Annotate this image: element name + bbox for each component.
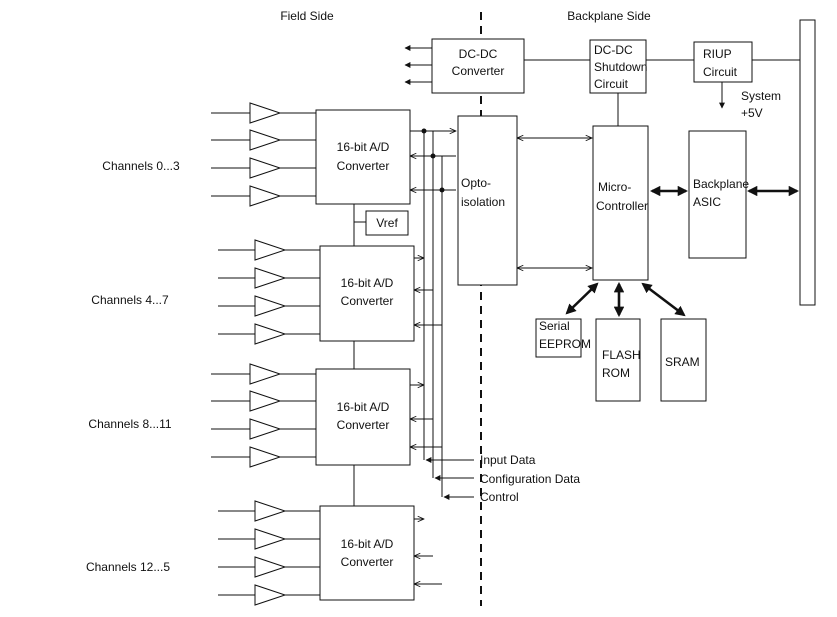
opto-label-2: isolation [461, 195, 505, 209]
junction-dot-2 [430, 153, 436, 159]
shutdown-label-2: Shutdown [594, 60, 647, 74]
dc-dc-shutdown-block: DC-DC Shutdown Circuit [589, 39, 647, 94]
serial-eeprom-block: Serial EEPROM [535, 318, 591, 358]
backplane-asic-block: Backplane ASIC [688, 130, 749, 259]
vref-label: Vref [376, 216, 398, 230]
channels-0-3-label: Channels 0...3 [102, 159, 180, 173]
backplane-bus-bar [799, 19, 816, 306]
micro-controller-block: Micro- Controller [592, 125, 649, 281]
shutdown-label-3: Circuit [594, 77, 629, 91]
junction-dot-3 [439, 187, 445, 193]
adc4-label-1: 16-bit A/D [341, 537, 394, 551]
amplifier-group-3 [211, 363, 316, 468]
system-label-2: +5V [741, 106, 763, 120]
dc-dc-converter-block: DC-DC Converter [431, 38, 525, 94]
flash-rom-block: FLASH ROM [595, 318, 641, 402]
vref-block: Vref [365, 210, 409, 236]
eeprom-label-1: Serial [539, 319, 570, 333]
adc2-label-1: 16-bit A/D [341, 276, 394, 290]
adc-block-3: 16-bit A/D Converter [315, 368, 411, 466]
adc2-label-2: Converter [341, 294, 394, 308]
field-side-header: Field Side [280, 9, 334, 23]
dc-dc-converter-label-2: Converter [452, 64, 505, 78]
micro-label-2: Controller [596, 199, 648, 213]
asic-label-1: Backplane [693, 177, 749, 191]
sram-label: SRAM [665, 355, 700, 369]
flash-label-2: ROM [602, 366, 630, 380]
asic-label-2: ASIC [693, 195, 721, 209]
control-label: Control [480, 490, 519, 504]
riup-circuit-block: RIUP Circuit [693, 41, 753, 83]
system-label-1: System [741, 89, 781, 103]
adc-block-2: 16-bit A/D Converter [319, 245, 415, 342]
adc3-label-2: Converter [337, 418, 390, 432]
amplifier-group-1 [211, 102, 316, 207]
micro-sram-arrow [641, 282, 686, 317]
riup-label-1: RIUP [703, 47, 732, 61]
dc-dc-converter-label-1: DC-DC [459, 47, 498, 61]
opto-isolation-block: Opto- isolation [457, 115, 518, 286]
flash-label-1: FLASH [602, 348, 641, 362]
amplifier-group-2 [218, 239, 320, 345]
micro-eeprom-arrow [565, 282, 599, 315]
adc3-label-1: 16-bit A/D [337, 400, 390, 414]
adc-block-4: 16-bit A/D Converter [319, 505, 415, 601]
adc-block-1: 16-bit A/D Converter [315, 109, 411, 205]
eeprom-label-2: EEPROM [539, 337, 591, 351]
adc1-label-2: Converter [337, 159, 390, 173]
opto-label-1: Opto- [461, 176, 491, 190]
channels-12-15-label: Channels 12...5 [86, 560, 170, 574]
sram-block: SRAM [660, 318, 707, 402]
adc4-label-2: Converter [341, 555, 394, 569]
backplane-side-header: Backplane Side [567, 9, 651, 23]
configuration-data-label: Configuration Data [480, 472, 580, 486]
channels-4-7-label: Channels 4...7 [91, 293, 169, 307]
amplifier-group-4 [218, 500, 320, 606]
channels-8-11-label: Channels 8...11 [88, 417, 171, 431]
input-data-label: Input Data [480, 453, 536, 467]
adc1-label-1: 16-bit A/D [337, 140, 390, 154]
junction-dot-1 [421, 128, 427, 134]
shutdown-label-1: DC-DC [594, 43, 633, 57]
micro-label-1: Micro- [598, 180, 631, 194]
riup-label-2: Circuit [703, 65, 738, 79]
